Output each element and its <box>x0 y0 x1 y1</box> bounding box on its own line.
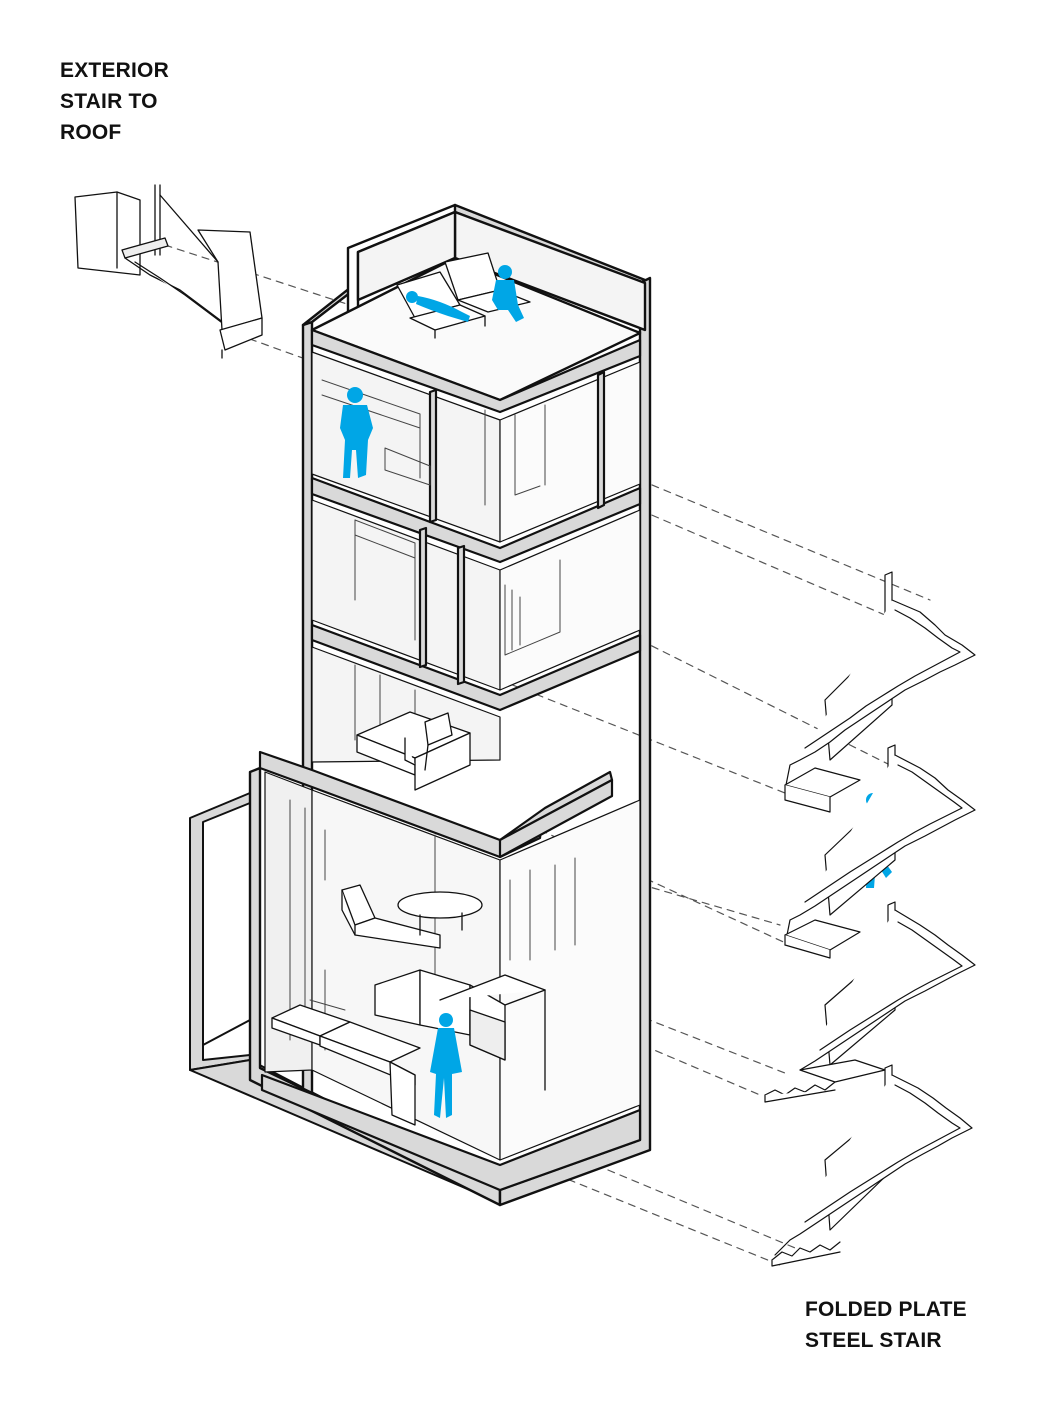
exterior-stair-label-line-1: EXTERIOR <box>60 59 169 82</box>
level-4-standing-figure <box>340 387 373 478</box>
exterior-stair-label-line-3: ROOF <box>60 121 122 144</box>
partitions <box>418 370 606 686</box>
stair-flight-2 <box>784 744 976 959</box>
stair-flight-4 <box>771 1064 973 1267</box>
floor-slabs <box>258 328 642 1192</box>
exterior-stair-label: EXTERIOR STAIR TO ROOF <box>60 55 169 148</box>
roof-sitting-figure <box>492 265 524 322</box>
stair-flight-1 <box>784 571 976 813</box>
stair-flight-3 <box>764 901 976 1103</box>
desk <box>356 711 471 791</box>
folded-plate-stair-drawing <box>764 571 976 1267</box>
exterior-stair-drawing <box>74 184 263 359</box>
kitchen-standing-figure <box>430 1013 462 1118</box>
building-section <box>189 203 892 1207</box>
folded-plate-stair-label-line-2: STEEL STAIR <box>805 1329 942 1352</box>
kitchen <box>271 969 546 1126</box>
exterior-stair-label-line-2: STAIR TO <box>60 90 158 113</box>
folded-plate-stair-label-line-1: FOLDED PLATE <box>805 1298 967 1321</box>
roof-lying-figure <box>406 291 470 322</box>
mezzanine-sofa-table <box>341 884 483 949</box>
folded-plate-stair-label: FOLDED PLATE STEEL STAIR <box>805 1294 967 1356</box>
